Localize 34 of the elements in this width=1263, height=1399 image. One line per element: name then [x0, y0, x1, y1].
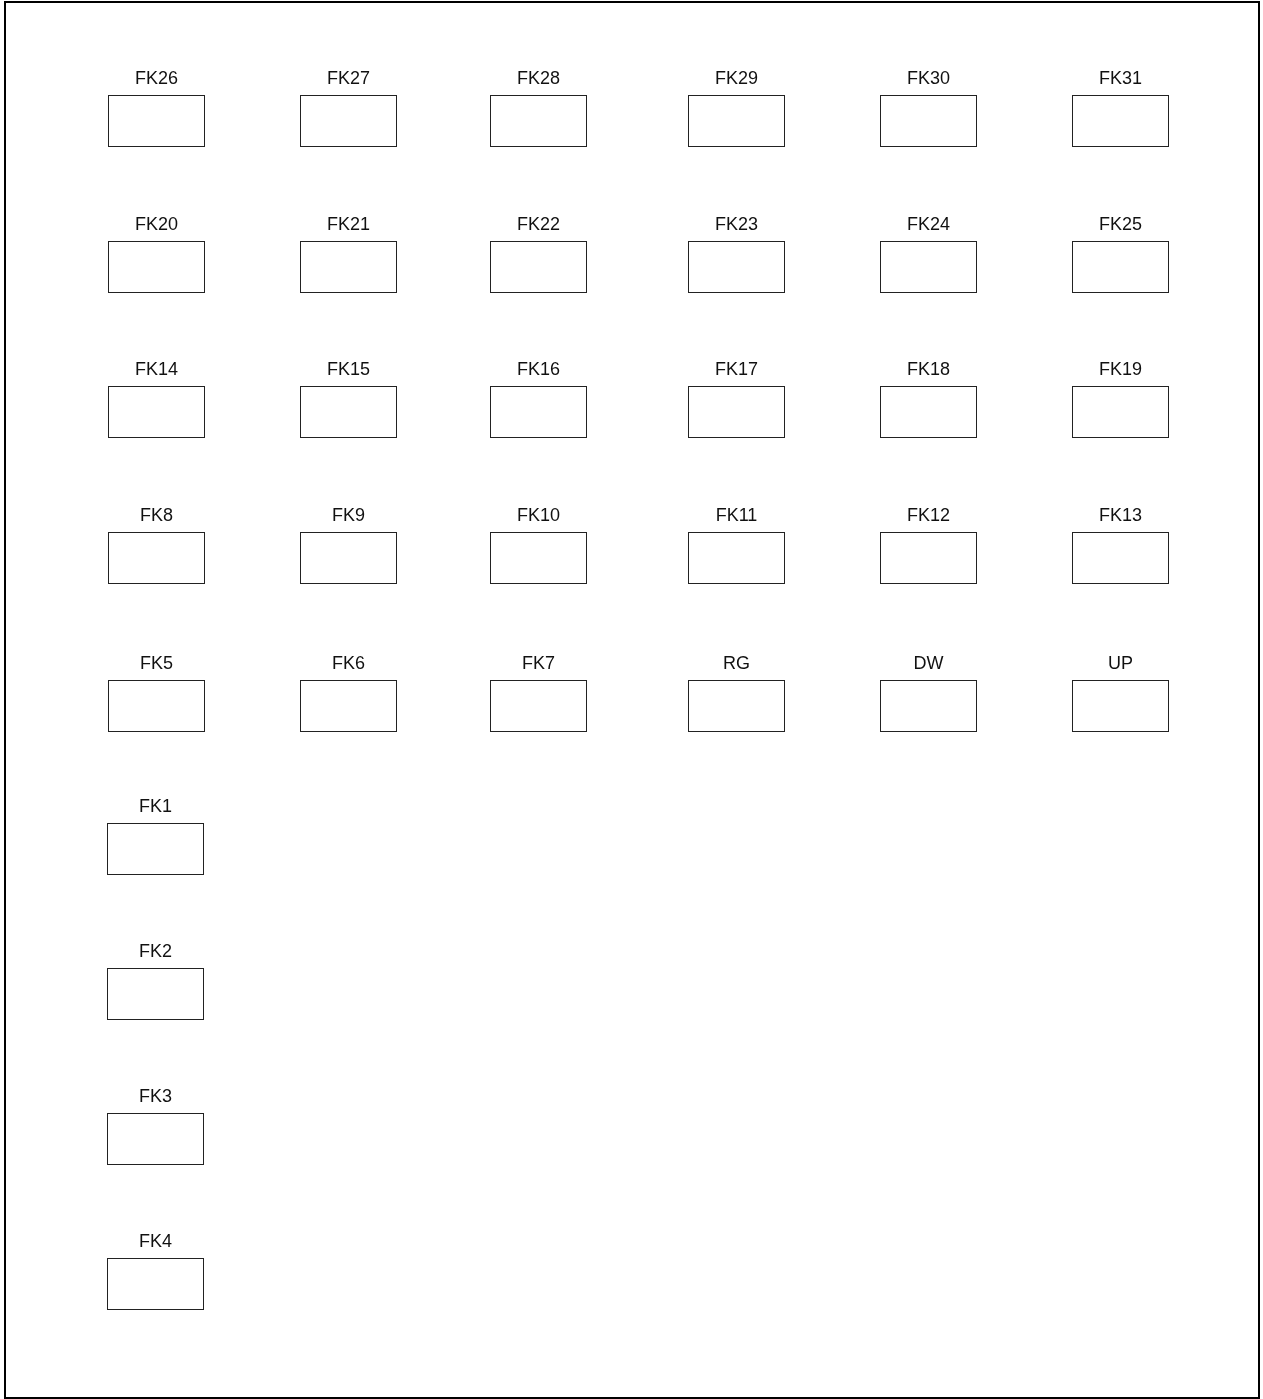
key-label: FK3: [138, 1086, 173, 1107]
key-label: RG: [722, 653, 751, 674]
key-label: UP: [1107, 653, 1134, 674]
key-label: FK14: [134, 359, 179, 380]
key-label: FK30: [906, 68, 951, 89]
key-label: FK10: [516, 505, 561, 526]
key-label: FK8: [139, 505, 174, 526]
key-label: FK6: [331, 653, 366, 674]
key-label: FK28: [516, 68, 561, 89]
key-label: FK11: [714, 505, 759, 526]
key-label: FK26: [134, 68, 179, 89]
key-label: FK22: [516, 214, 561, 235]
key-label: FK29: [714, 68, 759, 89]
key-label: FK1: [138, 796, 173, 817]
key-label: FK27: [326, 68, 371, 89]
key-label: FK24: [906, 214, 951, 235]
key-label: DW: [912, 653, 945, 674]
key-label: FK16: [516, 359, 561, 380]
key-label: FK5: [139, 653, 174, 674]
key-label: FK2: [138, 941, 173, 962]
key-label: FK31: [1098, 68, 1143, 89]
key-label: FK13: [1098, 505, 1143, 526]
key-label: FK19: [1098, 359, 1143, 380]
key-label: FK4: [138, 1231, 173, 1252]
key-label: FK23: [714, 214, 759, 235]
key-label: FK20: [134, 214, 179, 235]
key-label: FK12: [906, 505, 951, 526]
key-label: FK21: [326, 214, 371, 235]
key-label: FK25: [1098, 214, 1143, 235]
key-label: FK15: [326, 359, 371, 380]
key-label: FK7: [521, 653, 556, 674]
key-label: FK9: [331, 505, 366, 526]
key-label: FK17: [714, 359, 759, 380]
key-label: FK18: [906, 359, 951, 380]
